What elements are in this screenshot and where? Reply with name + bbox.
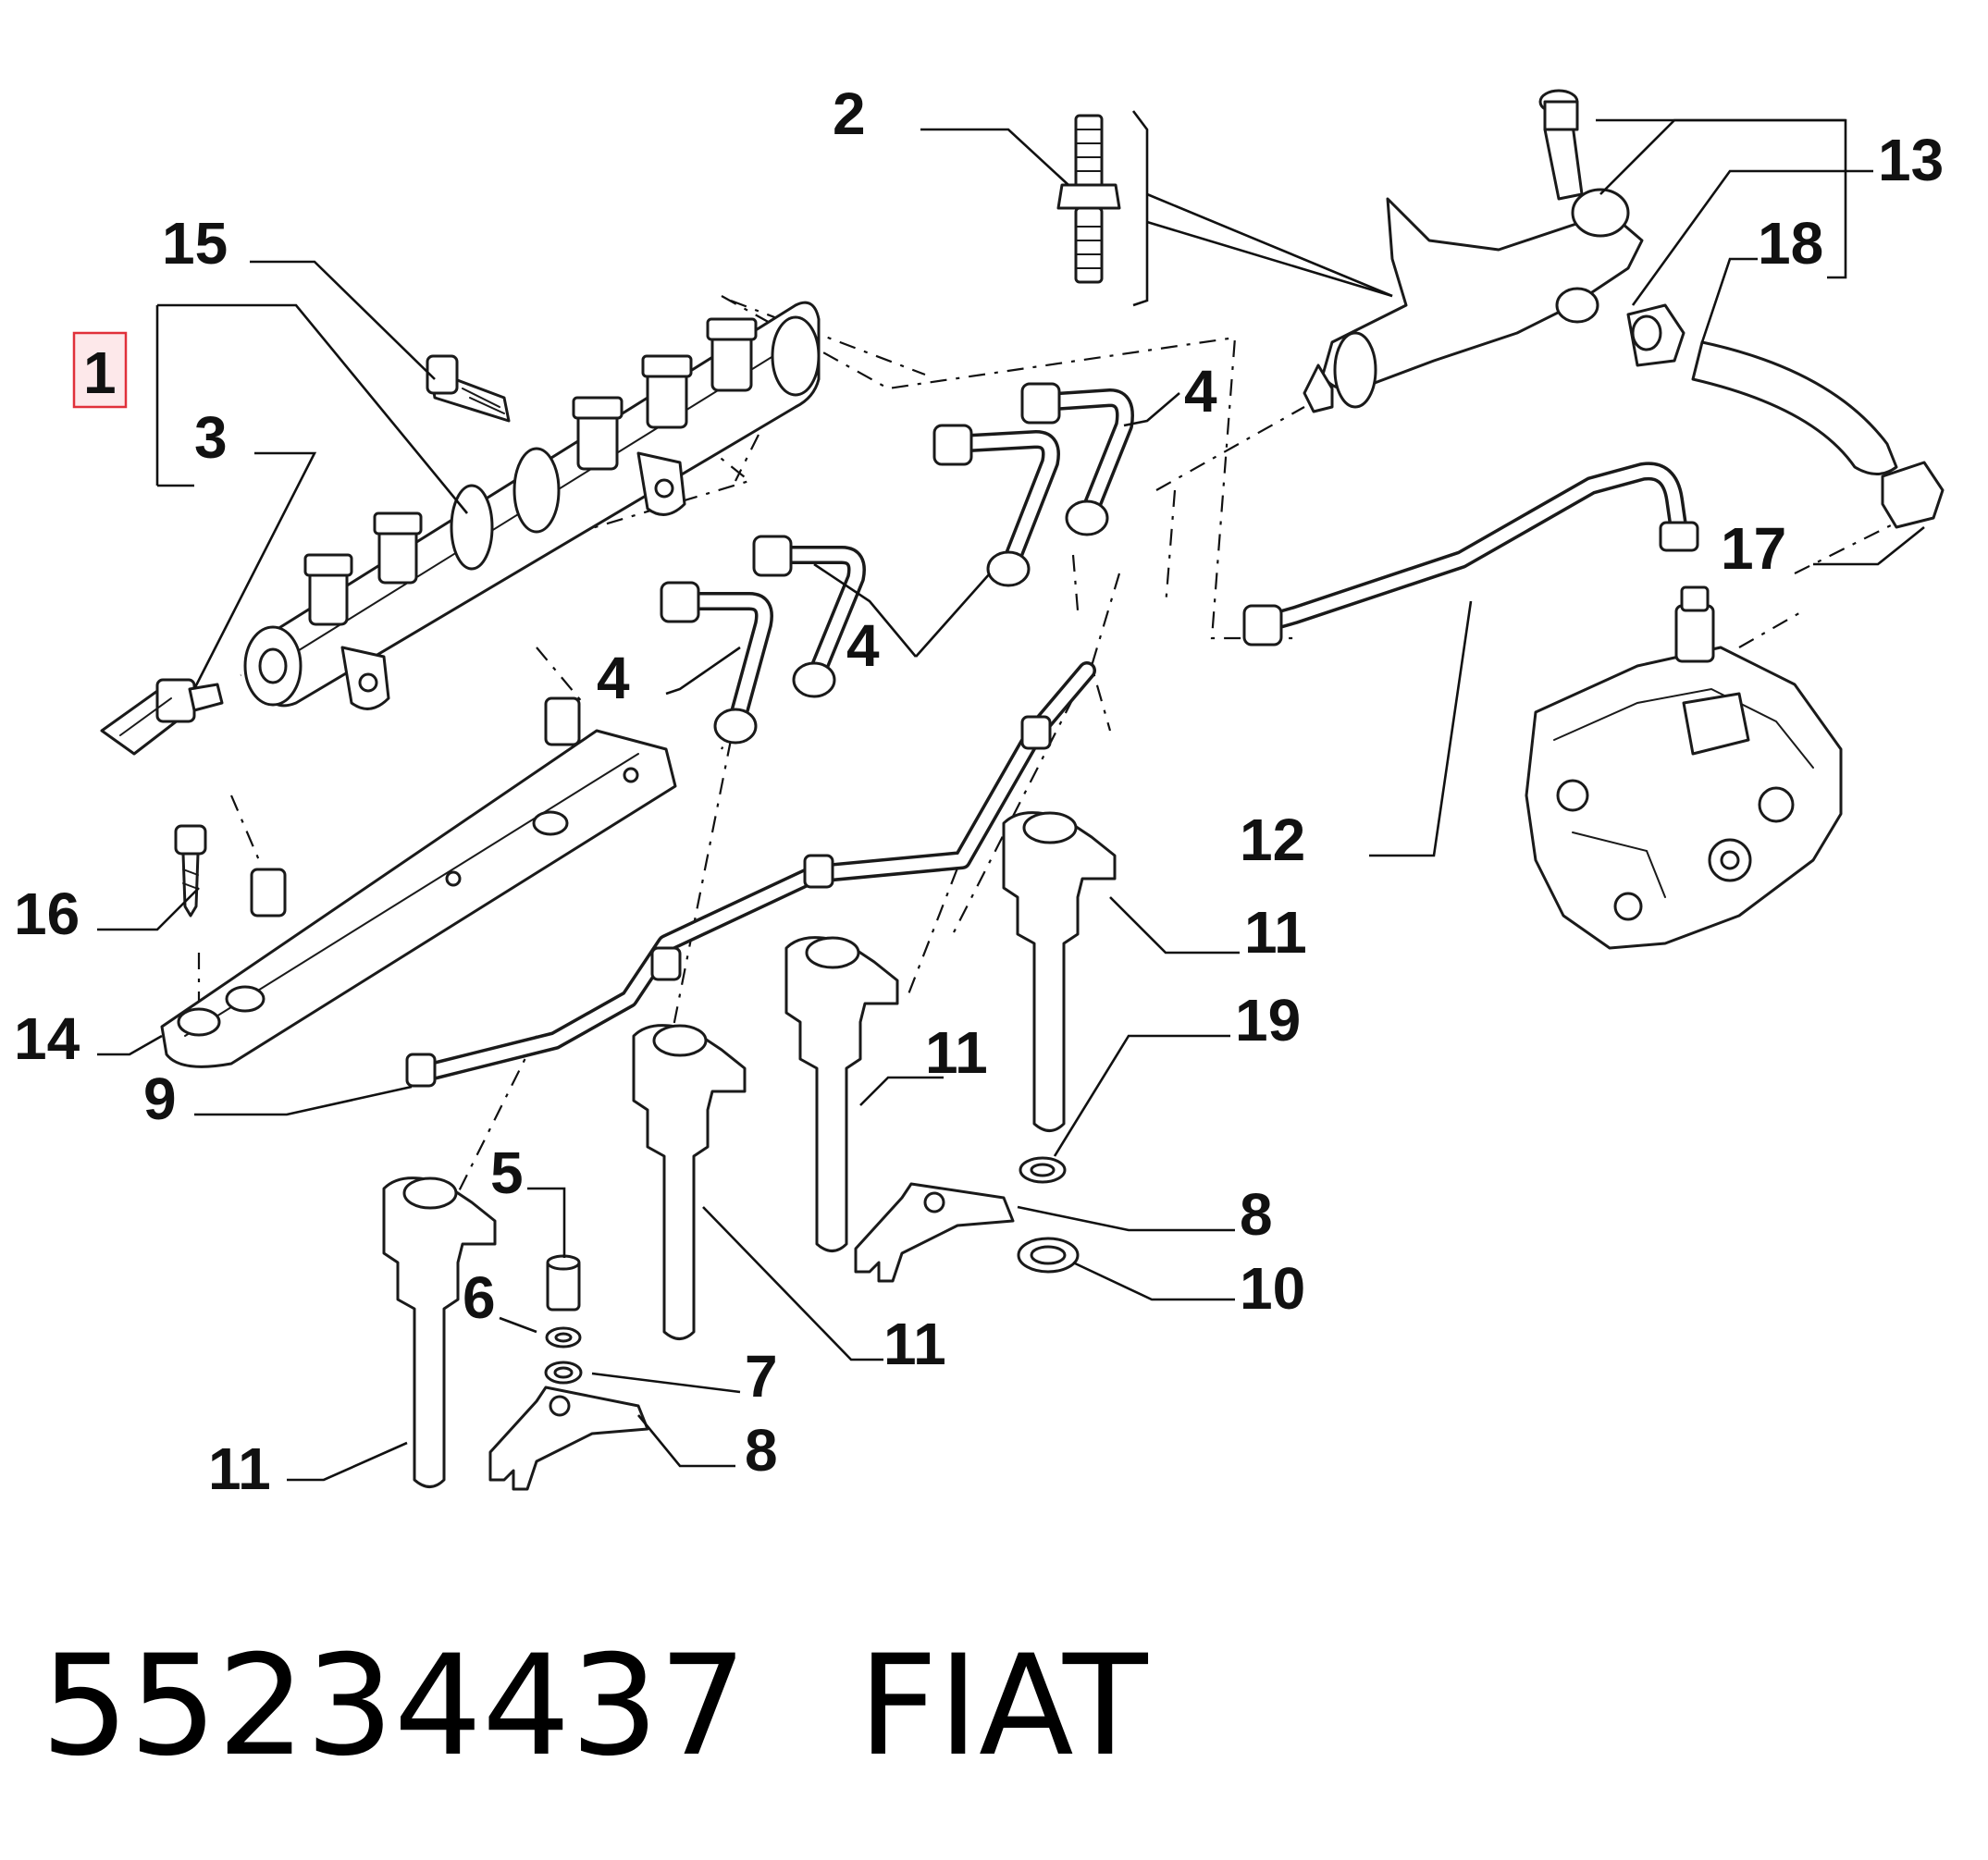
callout-11-c: 11: [883, 1311, 946, 1377]
callout-labels: 1 2 3 4 4 4 4 5 6 7 8 8 9 10 11 11 11 11…: [14, 80, 1944, 1502]
callout-11-a: 11: [1244, 899, 1307, 966]
callout-8-a: 8: [1240, 1181, 1273, 1248]
common-rail-assembly: [243, 301, 821, 710]
pressure-regulator: [1303, 89, 1644, 413]
callout-18: 18: [1758, 210, 1823, 277]
injectors: [382, 811, 1117, 1488]
callout-9: 9: [143, 1065, 177, 1132]
callout-13: 13: [1878, 127, 1944, 193]
rail-cover: [160, 696, 677, 1068]
callout-12: 12: [1240, 807, 1305, 873]
callout-7: 7: [745, 1343, 778, 1410]
injector-pipes: [660, 382, 1134, 745]
stud: [1056, 114, 1121, 284]
callout-19: 19: [1235, 987, 1301, 1053]
callout-3: 3: [194, 404, 228, 471]
callout-6: 6: [463, 1264, 496, 1331]
small-parts: [488, 1156, 1080, 1491]
callout-1: 1: [83, 339, 117, 406]
callout-16: 16: [14, 881, 80, 947]
callout-4-c: 4: [597, 645, 630, 711]
callout-10: 10: [1240, 1255, 1305, 1322]
cover-screw: [174, 824, 207, 918]
pressure-sensor: [100, 678, 224, 756]
leak-off-line: [405, 661, 1096, 1088]
callout-11-b: 11: [925, 1019, 988, 1086]
highlight-box: [72, 331, 128, 409]
leader-lines: [97, 110, 1925, 1482]
high-pressure-pump: [1525, 585, 1843, 950]
callout-8-b: 8: [745, 1417, 778, 1484]
callout-4-a: 4: [1184, 358, 1217, 425]
rail-bolt: [426, 354, 511, 423]
brand-name: FIAT: [858, 1626, 1148, 1787]
callout-2: 2: [833, 80, 866, 147]
callout-11-d: 11: [208, 1435, 271, 1502]
part-number: 55234437: [41, 1626, 747, 1787]
return-hose: [1626, 303, 1945, 529]
callout-17: 17: [1721, 515, 1786, 582]
high-pressure-pipe: [1242, 462, 1699, 647]
callout-15: 15: [162, 210, 228, 277]
callout-5: 5: [490, 1139, 524, 1206]
callout-14: 14: [14, 1005, 80, 1072]
exploded-parts-diagram: 1 2 3 4 4 4 4 5 6 7 8 8 9 10 11 11 11 11…: [14, 80, 1945, 1502]
callout-4-b: 4: [846, 612, 880, 679]
